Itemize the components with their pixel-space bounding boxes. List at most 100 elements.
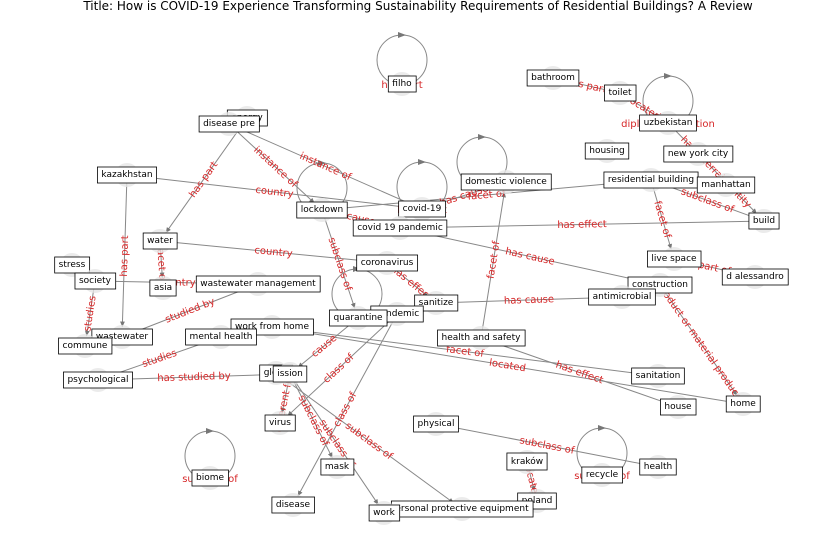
node-label-box [721, 268, 789, 286]
node-label-box [725, 395, 761, 413]
node-label: new york city [668, 149, 729, 159]
node-label: recycle [586, 470, 619, 480]
node-label-box [660, 398, 697, 416]
graph-node-live-space: live space [647, 247, 702, 271]
node-label-box [647, 250, 702, 268]
node-label-box [588, 288, 656, 306]
node-label: antimicrobial [593, 292, 652, 302]
graph-node-lockdown: lockdown [296, 198, 348, 222]
edge-line [399, 227, 651, 285]
graph-node-krakow: kraków [506, 450, 548, 474]
graph-node-biome: biome [191, 466, 229, 490]
node-label-box [352, 219, 448, 237]
self-loop-arrow [206, 428, 214, 434]
graph-node-asia: asia [149, 276, 177, 300]
node-label-box [74, 272, 117, 290]
graph-node-d-alessandro: d alessandro [721, 265, 789, 289]
node-label: biome [196, 473, 224, 483]
node-label-box [413, 415, 459, 433]
graph-node-stress: stress [54, 253, 91, 277]
edge-label: facet of [467, 188, 506, 202]
edge-line [297, 313, 398, 497]
node-label: sanitation [636, 371, 681, 381]
node-label: bathroom [531, 73, 575, 83]
graph-node-quarantine: quarantine [329, 306, 388, 330]
graph-node-antimicrobial: antimicrobial [588, 285, 656, 309]
edge-label: class of [332, 390, 360, 429]
node-label: manhattan [701, 180, 750, 190]
graph-node-physical: physical [413, 412, 459, 436]
node-label: health and safety [442, 333, 522, 343]
graph-node-psychological: psychological [63, 368, 133, 392]
graph-node-water: water [142, 229, 178, 253]
self-loop-arrow [478, 134, 486, 140]
node-label-box [198, 115, 260, 133]
graph-node-toilet: toilet [604, 81, 637, 105]
graph-node-filho: filho [387, 72, 417, 96]
graph-node-kazakhstan: kazakhstan [97, 163, 157, 187]
graph-node-new-york-city: new york city [663, 142, 734, 166]
graph-node-home: home [725, 392, 761, 416]
node-label: asia [154, 283, 172, 293]
graph-node-health-and-safety: health and safety [437, 326, 526, 350]
node-label: live space [651, 254, 697, 264]
node-label-box [460, 173, 552, 191]
graph-node-mental-health: mental health [185, 325, 257, 349]
edge-label: studied by [164, 296, 217, 325]
self-loop-arrow [664, 73, 672, 79]
node-label: covid-19 [403, 204, 442, 214]
node-label-box [185, 328, 257, 346]
node-label-box [191, 469, 229, 487]
node-label-box [584, 142, 630, 160]
graph-node-health: health [639, 455, 677, 479]
graph-node-ppe: ersonal protective equipment [390, 497, 534, 521]
edge-label: studies [141, 348, 179, 370]
node-label: physical [418, 419, 455, 429]
graph-node-transmission: ission [272, 362, 308, 386]
node-label: commune [63, 341, 108, 351]
node-label: work [373, 508, 396, 518]
edge-line [120, 174, 128, 328]
node-label: poland [522, 496, 553, 506]
node-label: virus [269, 418, 291, 428]
node-label: wastewater [96, 332, 149, 342]
self-loop-arrow [318, 160, 326, 166]
edge-line [480, 191, 506, 339]
node-label-box [368, 504, 401, 522]
node-label-box [58, 337, 113, 355]
node-label-box [97, 166, 157, 184]
edge-line [159, 240, 378, 264]
edge-label: has cause [504, 246, 555, 268]
edge-label: instance of [298, 151, 353, 184]
edge-label: product or material produced [655, 281, 748, 408]
node-label-box [54, 256, 91, 274]
node-label-box [639, 458, 677, 476]
node-label: kazakhstan [101, 170, 152, 180]
node-label-box [271, 496, 315, 514]
edge-label: facet of [486, 240, 503, 280]
edge-label: country [157, 277, 196, 289]
graph-node-bathroom: bathroom [526, 66, 580, 90]
node-label-box [356, 254, 419, 272]
node-label: filho [392, 79, 412, 89]
graph-node-sanitation: sanitation [631, 364, 685, 388]
node-label-box [149, 279, 177, 297]
edge-line [435, 295, 613, 304]
self-loop-arrow [398, 32, 406, 38]
node-label: covid 19 pandemic [357, 223, 443, 233]
edge-line [271, 326, 734, 404]
node-label: build [753, 216, 775, 226]
node-label-box [63, 371, 133, 389]
node-label-box [387, 75, 417, 93]
node-label: disease [276, 500, 311, 510]
node-label: domestic violence [465, 177, 547, 187]
node-label-box [264, 414, 296, 432]
edge-label: studies [82, 295, 98, 332]
edge-label: has cause [504, 294, 555, 307]
graph-node-covid19-pandemic: covid 19 pandemic [352, 216, 448, 240]
edge-label: has effect [557, 219, 607, 231]
node-label-box [414, 294, 459, 312]
edge-line [165, 117, 248, 234]
node-label: pandemic [375, 309, 419, 319]
graph-node-build: build [748, 209, 780, 233]
